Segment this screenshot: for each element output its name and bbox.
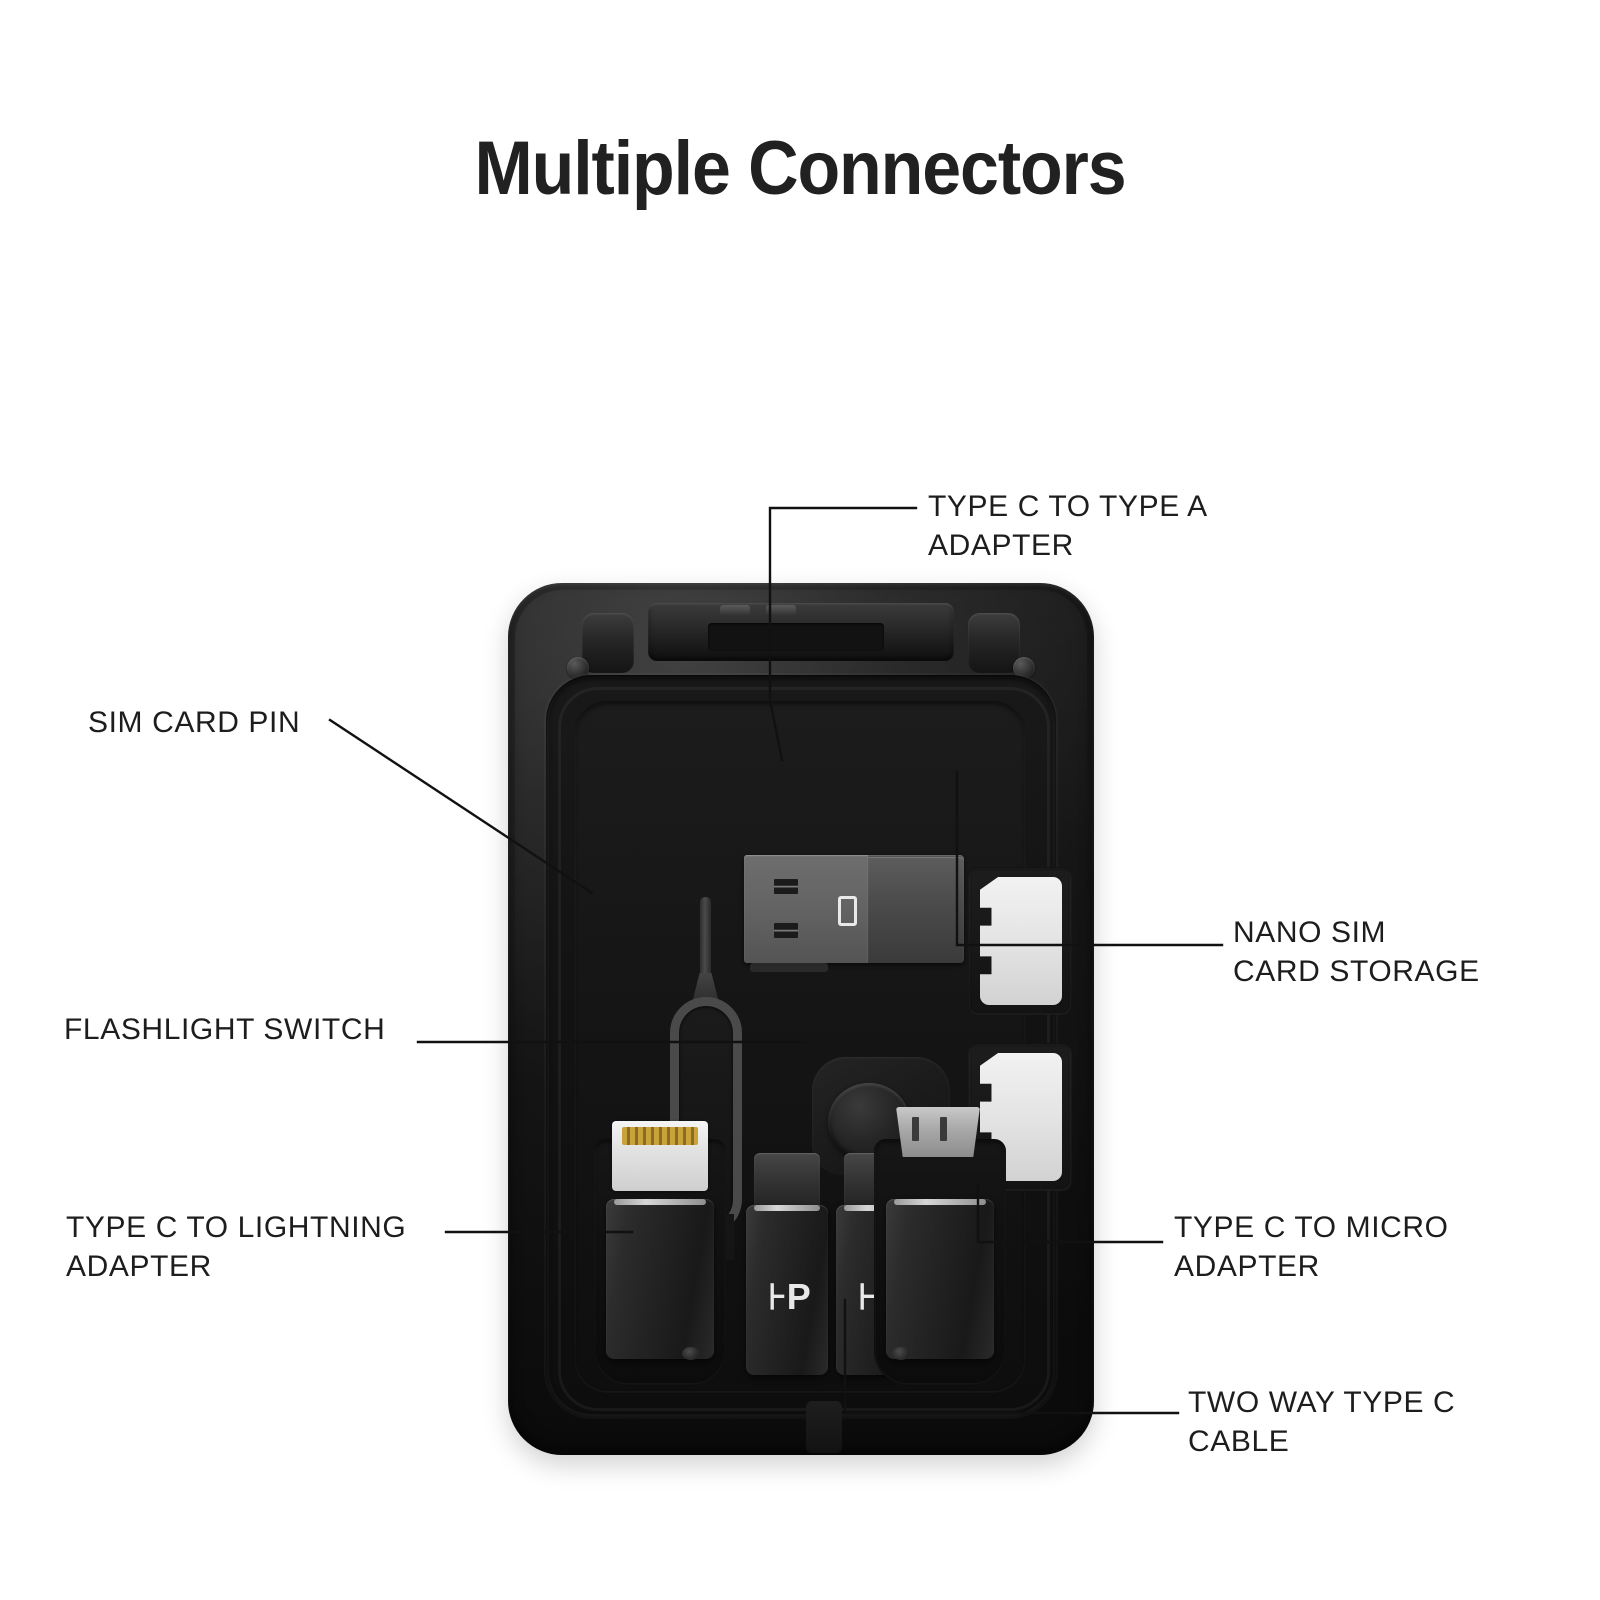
sim-pin-needle [700, 897, 711, 983]
lightning-well-dot [682, 1347, 700, 1360]
lid-tab-left [720, 605, 750, 615]
hinge-knuckle-left [582, 613, 634, 673]
usb-a-contact-bottom [774, 923, 798, 938]
callout-label-flashlight-switch: FLASHLIGHT SWITCH [64, 1013, 386, 1046]
type-c-body-1 [746, 1205, 828, 1375]
usb-a-adapter [744, 855, 964, 963]
case-lid [564, 589, 1038, 681]
usb-a-seat-shadow [750, 963, 828, 972]
type-c-connector-1: ⊦P [746, 1153, 830, 1385]
usb-a-contact-top [774, 879, 798, 894]
nano-sim-card-1 [980, 877, 1062, 1005]
callout-label-two-way-type-c-cable: TWO WAY TYPE C CABLE [1188, 1386, 1456, 1458]
micro-adapter-lip [894, 1199, 986, 1205]
nano-sim-slot-1 [968, 867, 1072, 1015]
callout-label-type-c-to-lightning: TYPE C TO LIGHTNING ADAPTER [66, 1211, 407, 1283]
micro-pin-2 [940, 1117, 947, 1141]
micro-pin-1 [912, 1117, 919, 1141]
hinge-knuckle-right [968, 613, 1020, 673]
usb-a-body [868, 857, 964, 961]
type-c-lip-1 [754, 1205, 820, 1211]
product-illustration: ⊦P ⊦P [508, 583, 1094, 1455]
lid-tab-right [766, 605, 796, 615]
lightning-pins [622, 1127, 698, 1145]
lightning-plug-head [612, 1121, 708, 1191]
hinge-screw-right [1013, 657, 1035, 679]
lightning-adapter-lip [614, 1199, 706, 1205]
brand-p-logo-icon: ⊦P [768, 1276, 811, 1317]
callout-label-sim-card-pin: SIM CARD PIN [88, 706, 301, 739]
lid-window [708, 623, 884, 651]
lid-bar [648, 603, 954, 661]
usb-a-slot [838, 896, 857, 926]
type-c-head-1 [754, 1153, 820, 1211]
micro-adapter [882, 1107, 1000, 1371]
usb-a-contact-face [744, 855, 868, 963]
lightning-adapter [602, 1121, 720, 1371]
type-c-cable-bridge [806, 1401, 842, 1453]
micro-adapter-body [886, 1199, 994, 1359]
page-title: Multiple Connectors [474, 126, 1126, 211]
tray-inner-well: ⊦P ⊦P [574, 701, 1072, 1453]
micro-well-dot [892, 1347, 910, 1360]
lightning-adapter-body [606, 1199, 714, 1359]
hinge-screw-left [567, 657, 589, 679]
micro-usb-head [896, 1107, 980, 1157]
callout-label-type-c-to-type-a: TYPE C TO TYPE A ADAPTER [928, 490, 1208, 562]
callout-label-nano-sim-card-storage: NANO SIM CARD STORAGE [1233, 916, 1480, 988]
callout-label-type-c-to-micro: TYPE C TO MICRO ADAPTER [1174, 1211, 1449, 1283]
